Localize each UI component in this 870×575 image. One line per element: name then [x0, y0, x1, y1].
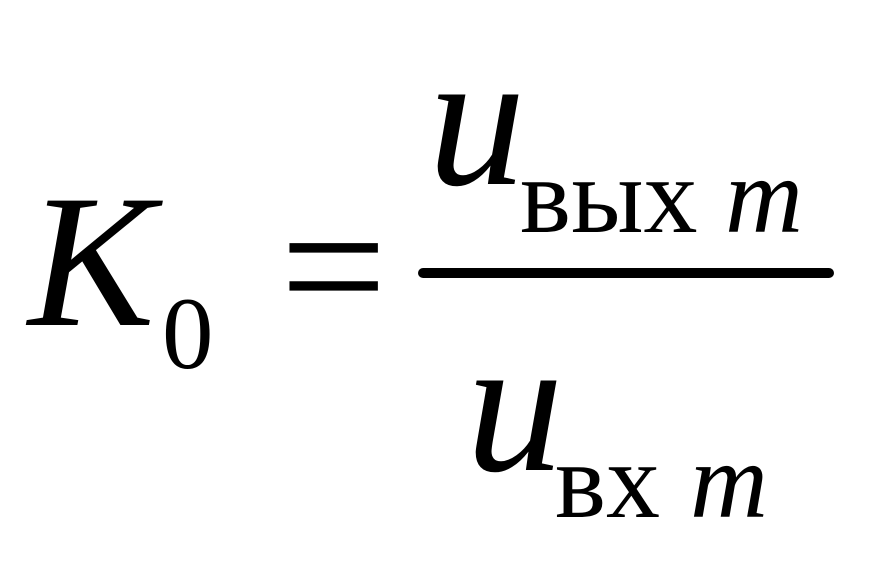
denominator-subscript-var: m: [690, 422, 768, 541]
numerator: u вых m: [428, 11, 803, 256]
fraction-bar: [418, 268, 834, 278]
k-subscript: 0: [162, 277, 214, 391]
numerator-subscript: вых: [520, 137, 698, 256]
equals-sign: =: [280, 162, 387, 372]
formula-lhs: K 0: [25, 157, 214, 391]
denominator: u вх m: [466, 297, 768, 541]
denominator-subscript: вх: [555, 422, 660, 541]
numerator-symbol: u: [428, 11, 526, 227]
numerator-subscript-var: m: [725, 137, 803, 256]
k-symbol: K: [25, 157, 163, 367]
denominator-symbol: u: [466, 297, 564, 513]
